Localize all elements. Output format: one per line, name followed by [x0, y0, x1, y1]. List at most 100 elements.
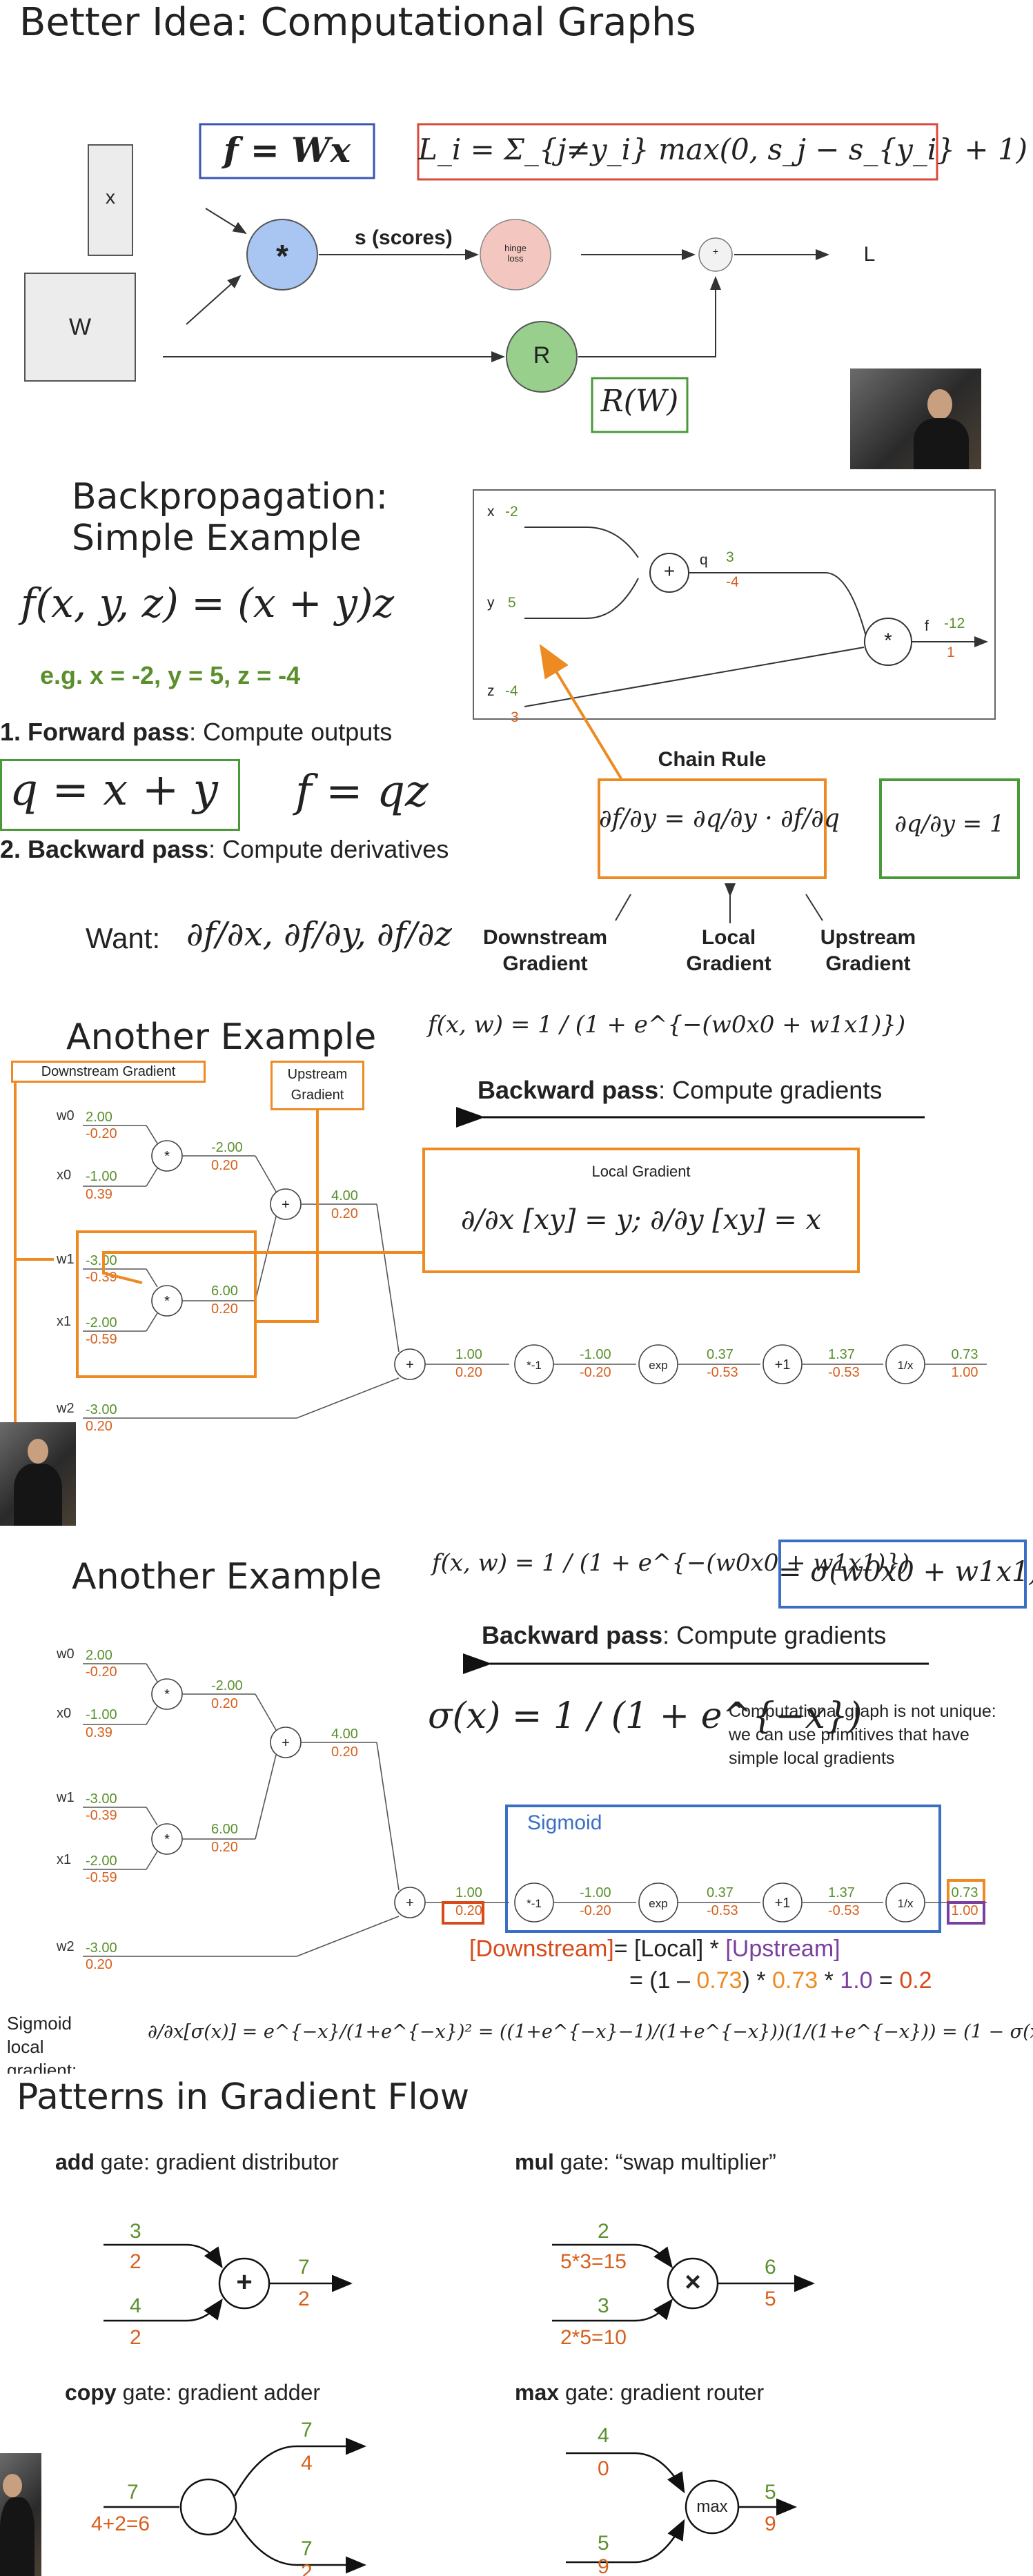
w2-val: -3.00 [86, 1940, 117, 1956]
add2-gate-label: + [406, 1357, 414, 1373]
w0-label: w0 [56, 1646, 75, 1662]
graph-edge [255, 1155, 277, 1192]
w1-grad: -0.39 [86, 1270, 117, 1285]
highlight-path [257, 1110, 319, 1323]
lecturer-photo-2 [0, 1422, 76, 1526]
add-in1: 3 [130, 2220, 141, 2243]
chain-rule-label: Chain Rule [658, 748, 767, 771]
a2-grad: 0.20 [455, 1903, 482, 1918]
max-in2: 5 [598, 2532, 609, 2555]
node-hinge-loss: hinge loss [504, 243, 527, 264]
lecturer-photo-3 [0, 2453, 41, 2576]
lecturer-photo-1 [850, 368, 981, 469]
a1-grad: 0.20 [331, 1744, 358, 1760]
w0-val: 2.00 [86, 1110, 112, 1125]
mul-gate-title: mul gate: “swap multiplier” [515, 2150, 776, 2174]
f-val: -12 [944, 616, 965, 631]
x0-grad: 0.39 [86, 1725, 112, 1740]
slide4-backward: Backward pass: Compute gradients [482, 1621, 887, 1649]
x1-val: -2.00 [86, 1315, 117, 1330]
eq-reg: R(W) [600, 384, 679, 419]
e-val: 0.37 [707, 1347, 734, 1362]
w2-label: w2 [56, 1939, 75, 1954]
slide3-backward: Backward pass: Compute gradients [478, 1076, 883, 1104]
q-grad: -4 [726, 574, 739, 590]
slide-gradient-patterns: Patterns in Gradient Flow add gate: grad… [0, 2074, 1033, 2576]
slide3-formula: f(x, w) = 1 / (1 + e^{−(w0x0 + w1x1)}) [428, 1011, 906, 1039]
a1-val: 4.00 [331, 1188, 358, 1203]
exp-gate-label: exp [649, 1359, 667, 1372]
mul-gate-symbol: × [685, 2267, 701, 2297]
copy-g2: 2 [301, 2561, 313, 2576]
exp-gate-label: exp [649, 1897, 667, 1910]
mul2-gate-label: * [164, 1832, 170, 1847]
max-in1: 4 [598, 2424, 609, 2447]
sigmoid-local-eq: ∂/∂x[σ(x)] = e^{−x}/(1+e^{−x})² = ((1+e^… [148, 2021, 1033, 2043]
copy-o2: 7 [301, 2537, 313, 2560]
eq-f-wx: f = Wx [223, 130, 351, 170]
forward-pass: 1. Forward pass: Compute outputs [0, 718, 393, 746]
plus1-gate-label: +1 [775, 1357, 791, 1373]
downstream-highlight [442, 1901, 484, 1925]
graph-edge [296, 1377, 400, 1419]
upstream-label-box: Upstream Gradient [270, 1061, 364, 1110]
max-gate-title: max gate: gradient router [515, 2380, 765, 2405]
graph-edge [146, 1168, 158, 1187]
p-val: 1.37 [828, 1885, 855, 1900]
add-g2: 2 [130, 2326, 141, 2349]
max-gate-symbol: max [696, 2497, 728, 2516]
slide3-title: Another Example [66, 1016, 377, 1058]
mul1-gate-label: * [164, 1687, 170, 1702]
backward-pass: 2. Backward pass: Compute derivatives [0, 835, 449, 863]
node-mul: * [276, 238, 288, 274]
e-grad: -0.53 [707, 1903, 738, 1918]
x0-label: x0 [57, 1706, 71, 1721]
graph-edge [296, 1916, 400, 1957]
z-val: -4 [505, 683, 518, 699]
add1-gate-label: + [282, 1736, 290, 1751]
o-val: 0.73 [952, 1347, 978, 1362]
slide-computational-graphs: Better Idea: Computational Graphs x W * … [0, 0, 1033, 476]
want-eq: ∂f/∂x, ∂f/∂y, ∂f/∂z [186, 915, 452, 954]
slide4-title: Another Example [72, 1556, 382, 1597]
m2-grad: 0.20 [211, 1840, 238, 1855]
m2-grad: 0.20 [211, 1301, 238, 1317]
downstream-eq-line: [Downstream]= [Local] * [Upstream] [469, 1936, 840, 1962]
x0-grad: 0.39 [86, 1187, 112, 1202]
graph-edge [146, 1851, 158, 1870]
q-eq: q = x + y [10, 765, 218, 816]
o-grad: 1.00 [952, 1365, 978, 1380]
x1-grad: -0.59 [86, 1870, 117, 1885]
slide4-formula: f(x, w) = 1 / (1 + e^{−(w0x0 + w1x1)}) [432, 1549, 910, 1577]
f-label: f [925, 618, 929, 634]
w1-val: -3.00 [86, 1791, 117, 1807]
x0-val: -1.00 [86, 1707, 117, 1722]
n-val: -1.00 [580, 1347, 611, 1362]
n-grad: -0.20 [580, 1365, 611, 1380]
local-gradient-box [422, 1148, 860, 1273]
highlight-path [102, 1251, 422, 1284]
sigmoid-box [505, 1805, 941, 1933]
slide2-title-2: Simple Example [72, 518, 362, 559]
e-val: 0.37 [707, 1885, 734, 1900]
add-g1: 2 [130, 2250, 141, 2273]
graph-edge [146, 1663, 158, 1682]
graph-edge [255, 1216, 277, 1301]
neg-gate-label: *-1 [527, 1897, 542, 1910]
add1-gate-label: + [282, 1197, 290, 1212]
slide-backprop-simple: Backpropagation: Simple Example f(x, y, … [0, 476, 1033, 997]
slide5-graphs [104, 2243, 815, 2574]
mul2-gate-label: * [164, 1294, 170, 1309]
mul-g1: 5*3=15 [560, 2250, 627, 2273]
x-label: x [487, 504, 495, 520]
z-label: z [487, 683, 495, 699]
mul1-gate-label: * [164, 1149, 170, 1164]
a2-val: 1.00 [455, 1885, 482, 1900]
add-in2: 4 [130, 2294, 141, 2317]
graph-edge [255, 1693, 277, 1731]
p-val: 1.37 [828, 1347, 855, 1362]
inv-gate-label: 1/x [898, 1359, 914, 1372]
mul-in1: 2 [598, 2220, 609, 2243]
x0-label: x0 [57, 1168, 71, 1183]
